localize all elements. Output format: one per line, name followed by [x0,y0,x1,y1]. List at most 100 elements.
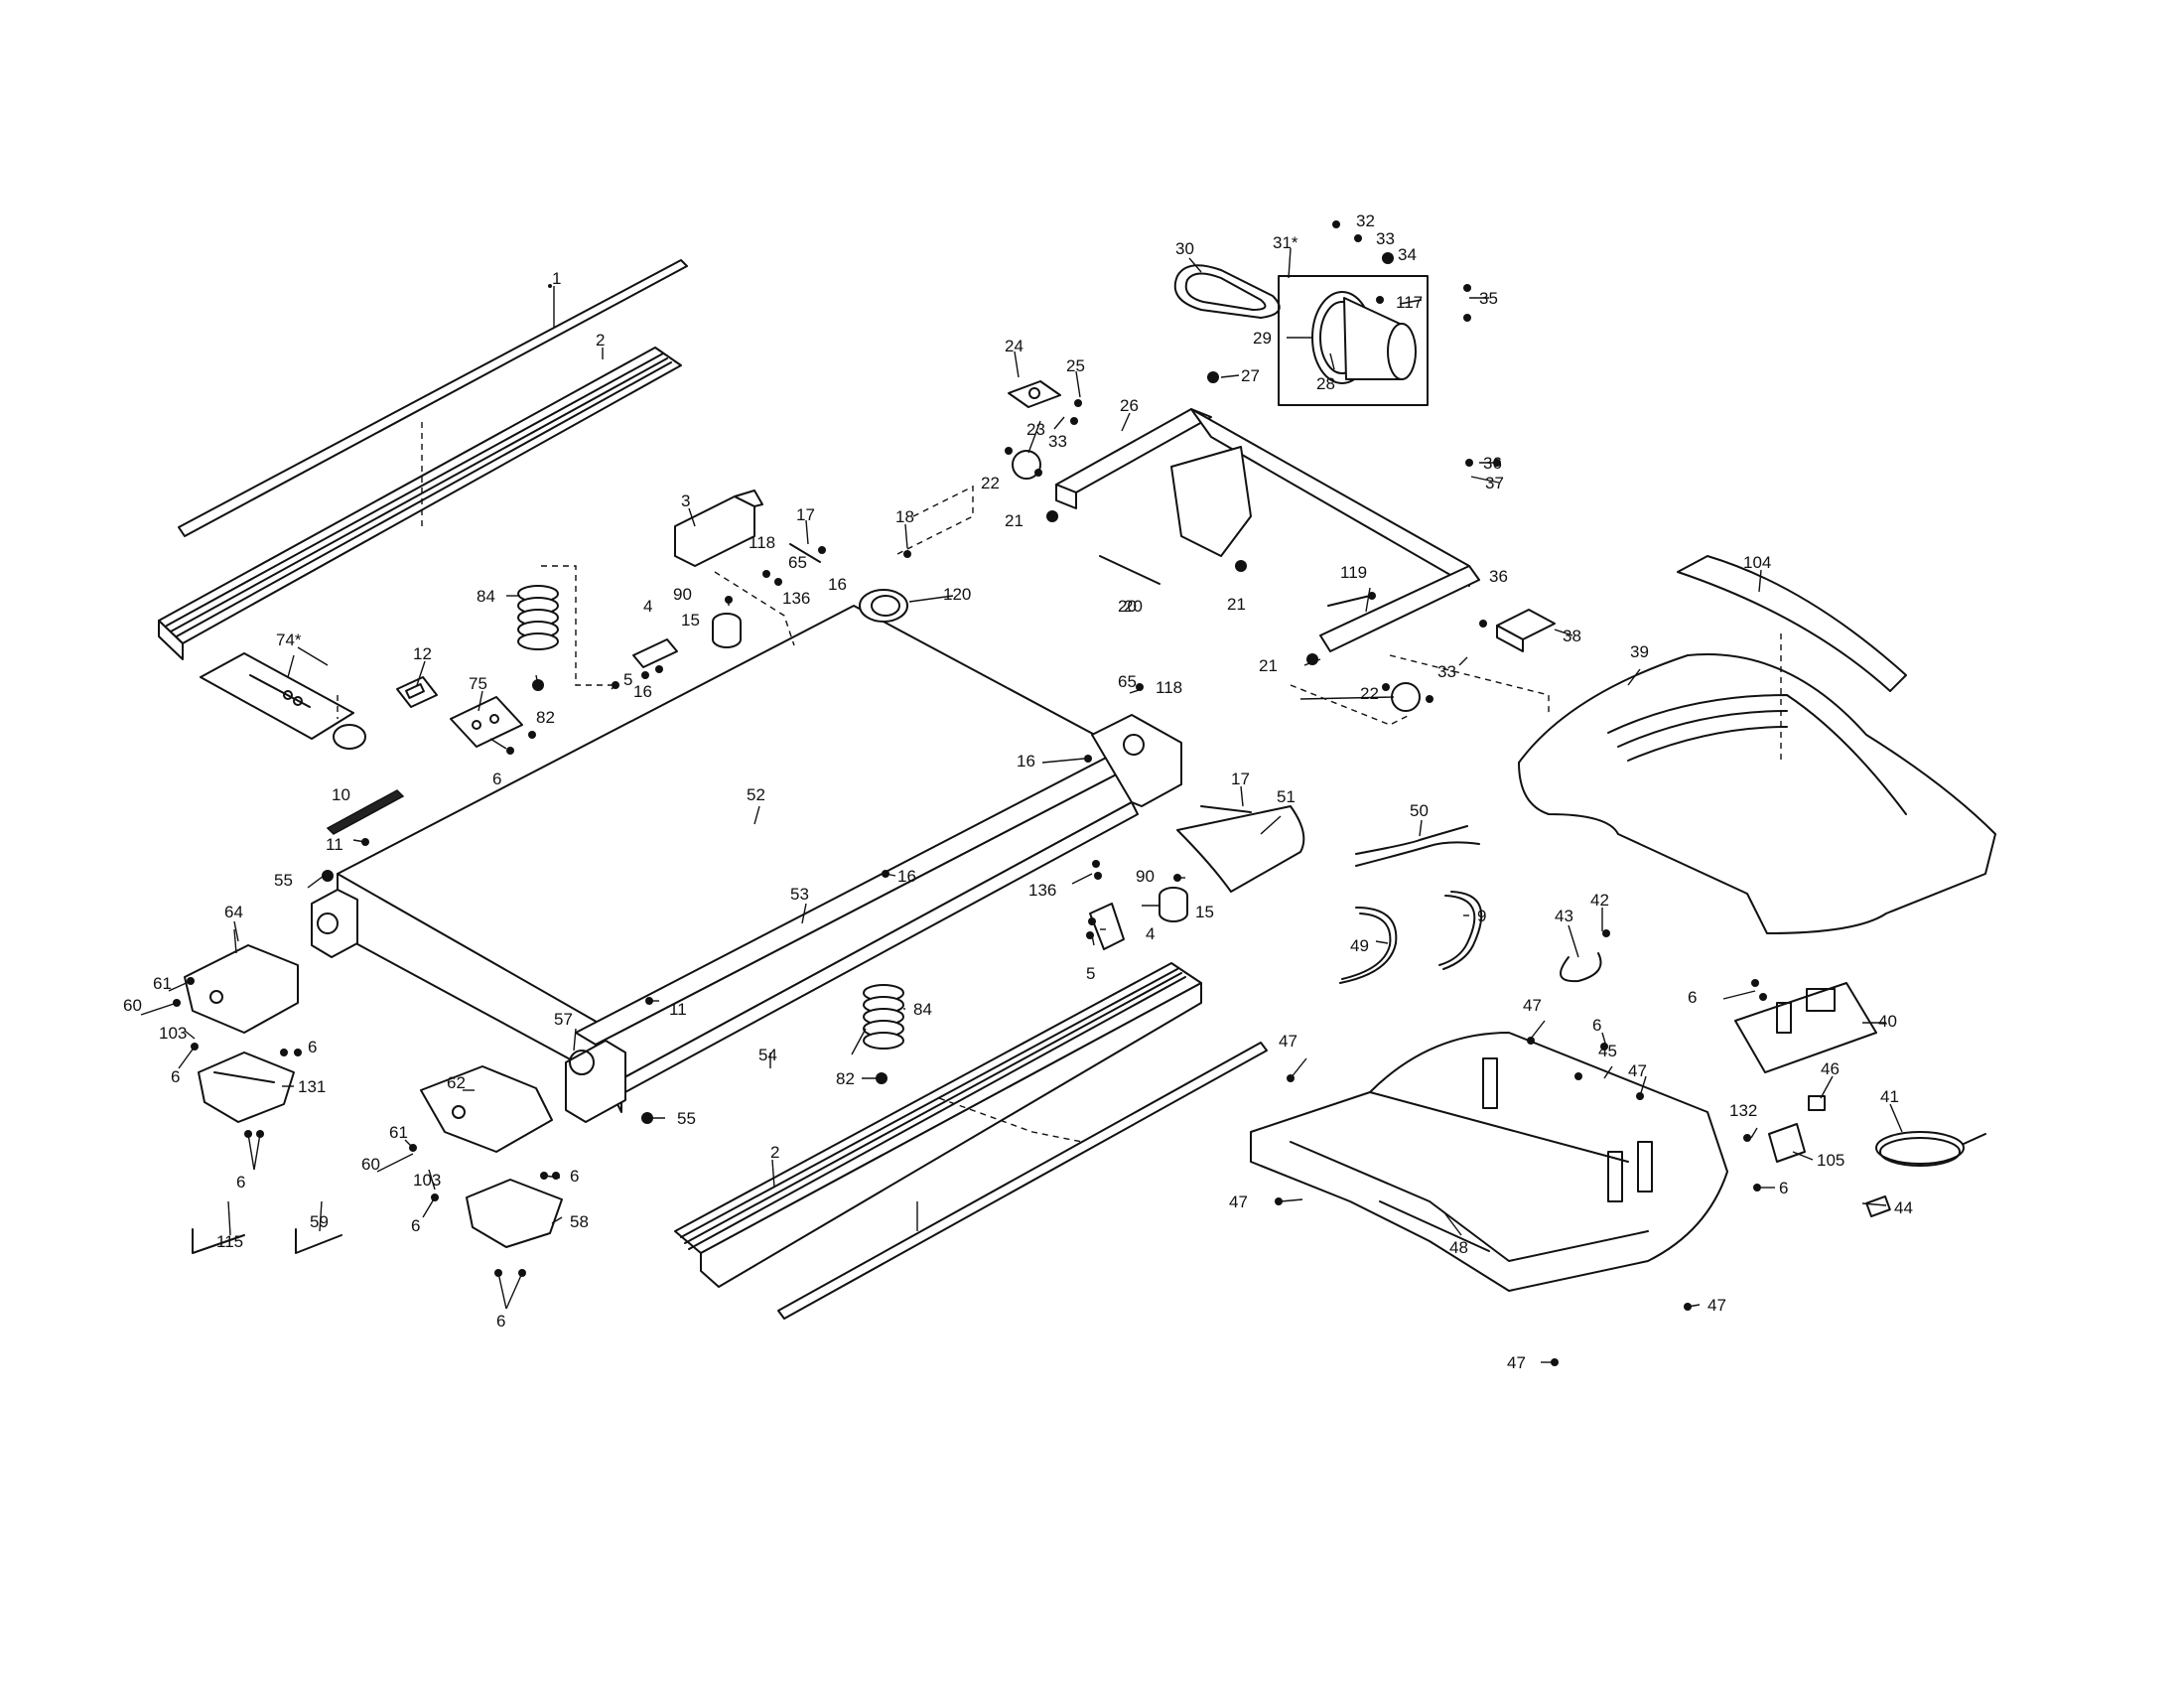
callout-117: 117 [1396,293,1423,312]
callout-118: 118 [749,533,775,552]
callout-136: 136 [782,589,810,608]
callout-29: 29 [1253,329,1272,348]
callout-82: 82 [536,708,555,727]
callout-20: 20 [1118,597,1137,616]
callout-6: 6 [496,1312,505,1331]
callout-62: 62 [447,1073,466,1092]
callout-47: 47 [1628,1061,1647,1080]
callout-33: 33 [1437,662,1456,681]
part-115-hex-key [192,1228,245,1254]
callout-131: 131 [298,1077,326,1096]
callout-33: 33 [1048,432,1067,451]
part-22-wheel-lower [1391,682,1421,712]
callout-43: 43 [1555,907,1573,925]
part-31-drive-motor [1278,275,1429,406]
part-44-cord-clamp [1865,1195,1891,1217]
part-30-drive-belt [1173,264,1281,319]
callout-45: 45 [1598,1042,1617,1060]
callout-22: 22 [981,474,1000,492]
callout-105: 105 [1817,1151,1844,1170]
callout-2: 2 [770,1143,779,1162]
callout-58: 58 [570,1212,589,1231]
callout-55: 55 [677,1109,696,1128]
callout-64: 64 [224,903,243,921]
callout-labels: 1 2 2 3 4 4 5 5 6 6 6 6 6 6 6 6 6 6 9 10… [123,211,1913,1372]
callout-24: 24 [1005,337,1024,355]
part-20-rod-upper [1099,555,1160,585]
callout-16: 16 [828,575,847,594]
callout-6: 6 [236,1173,245,1192]
front-roller-left-bracket [311,889,358,958]
callout-132: 132 [1729,1101,1757,1120]
callout-9: 9 [1477,907,1486,925]
part-3-bracket [674,490,763,567]
callout-40: 40 [1878,1012,1897,1031]
callout-74: 74* [276,631,302,649]
part-104-hood-trim [1677,555,1907,692]
callout-17: 17 [796,505,815,524]
part-49-wire [1339,907,1398,984]
callout-42: 42 [1590,891,1609,910]
callout-38: 38 [1563,627,1581,645]
part-120-pulley [859,589,908,623]
callout-15: 15 [681,611,700,630]
callout-6: 6 [308,1038,317,1056]
part-59-hex-key [295,1228,342,1254]
part-41-power-cord [1875,1131,1986,1167]
callout-33: 33 [1376,229,1395,248]
part-12-pad [396,676,438,708]
callout-59: 59 [310,1212,329,1231]
part-20-rod-lower [1327,595,1371,607]
callout-10: 10 [332,785,350,804]
callout-61: 61 [153,974,172,993]
callout-60: 60 [123,996,142,1015]
callout-52: 52 [747,785,765,804]
callout-118: 118 [1156,678,1182,697]
callout-53: 53 [790,885,809,904]
callout-3: 3 [681,491,690,510]
right-roller-bracket [1091,714,1182,807]
callout-2: 2 [596,331,605,350]
callout-20: 20 [1124,597,1143,616]
callout-54: 54 [758,1046,777,1064]
callout-115: 115 [216,1232,243,1251]
callout-16: 16 [897,867,916,886]
callout-16: 16 [1017,752,1035,771]
callout-120: 120 [943,585,971,604]
callout-6: 6 [171,1067,180,1086]
callout-103: 103 [413,1171,441,1190]
part-1-side-rail-cover-bottom [777,1042,1268,1320]
callout-46: 46 [1821,1059,1840,1078]
callout-119: 119 [1340,563,1367,582]
callout-32: 32 [1356,211,1375,230]
part-58-end-cap-foot-right [466,1179,563,1248]
callout-34: 34 [1398,245,1417,264]
callout-82: 82 [836,1069,855,1088]
callout-55: 55 [274,871,293,890]
callout-11: 11 [326,835,343,854]
part-2-side-rail-top [158,347,682,660]
callout-21: 21 [1005,511,1024,530]
callout-4: 4 [1146,924,1155,943]
callout-49: 49 [1350,936,1369,955]
callout-90: 90 [1136,867,1155,886]
part-1-side-rail-cover [178,259,688,537]
callout-11: 11 [669,1000,687,1019]
callout-84: 84 [477,587,495,606]
callout-17: 17 [1231,770,1250,788]
callout-6: 6 [1592,1016,1601,1035]
part-50-wire-harness [1355,825,1480,867]
part-38-bracket [1496,609,1556,652]
callout-104: 104 [1743,553,1771,572]
callout-75: 75 [469,674,487,693]
part-43-ground-wire [1560,952,1602,983]
callout-27: 27 [1241,366,1260,385]
callout-5: 5 [1086,964,1095,983]
part-64-end-cap-left [184,944,299,1034]
part-39-motor-hood [1518,653,1996,934]
callout-36: 36 [1483,454,1502,473]
callout-23: 23 [1026,420,1045,439]
callout-41: 41 [1880,1087,1899,1106]
part-4-bracket-upper [632,638,678,668]
callout-21: 21 [1259,656,1278,675]
